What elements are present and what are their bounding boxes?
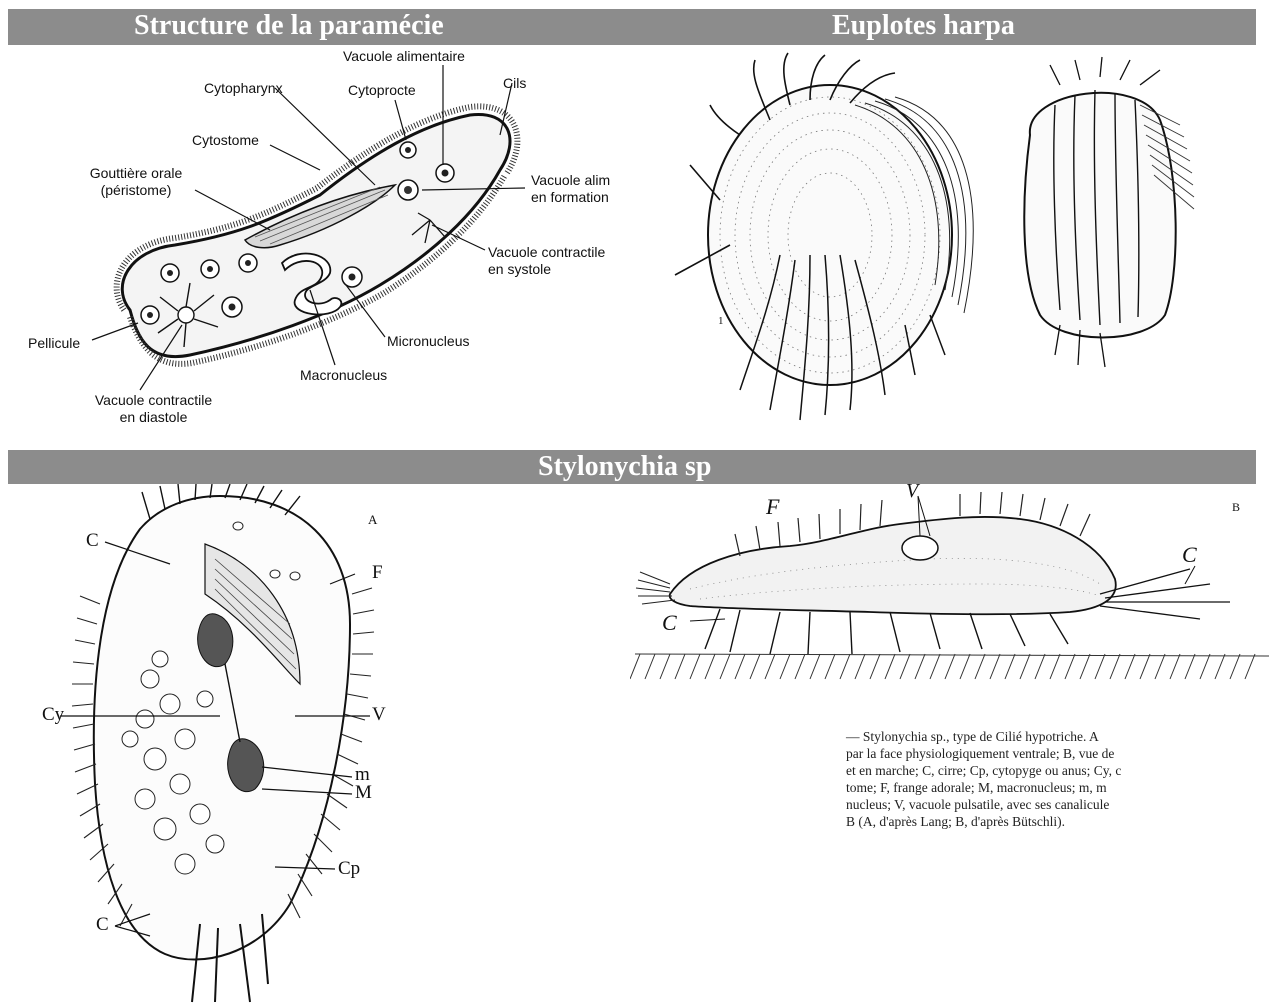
stylonychia-side-label-C-right: C bbox=[1182, 542, 1197, 568]
stylonychia-label-V: V bbox=[372, 704, 386, 726]
stylonychia-label-Cy: Cy bbox=[42, 704, 64, 726]
label-macronucleus: Macronucleus bbox=[300, 367, 387, 384]
stylonychia-ventral-diagram: A C F Cy V m M Cp C bbox=[0, 484, 440, 1003]
label-vac-diastole-line2: en diastole bbox=[76, 409, 231, 426]
stylonychia-label-M: M bbox=[355, 782, 372, 804]
label-vac-formation-line2: en formation bbox=[531, 189, 610, 206]
header-bar-top: Structure de la paramécie Euplotes harpa bbox=[8, 9, 1256, 45]
caption-line-6: B (A, d'après Lang; B, d'après Bütschli)… bbox=[846, 813, 1266, 830]
stylonychia-label-B: B bbox=[1232, 500, 1240, 515]
paramecium-diagram: Vacuole alimentaire Cytopharynx Cytoproc… bbox=[0, 45, 640, 440]
stylonychia-caption: — Stylonychia sp., type de Cilié hypotri… bbox=[846, 728, 1266, 830]
stylonychia-side-drawing bbox=[630, 484, 1269, 714]
label-gouttiere-orale: Gouttière orale (péristome) bbox=[76, 165, 196, 199]
label-vac-systole-line2: en systole bbox=[488, 261, 605, 278]
label-pellicule: Pellicule bbox=[28, 335, 80, 352]
label-vacuole-alimentaire: Vacuole alimentaire bbox=[343, 48, 465, 65]
header-paramecium: Structure de la paramécie bbox=[134, 9, 444, 43]
label-gouttiere-line2: (péristome) bbox=[76, 182, 196, 199]
label-cytostome: Cytostome bbox=[192, 132, 259, 149]
caption-line-3: et en marche; C, cirre; Cp, cytopyge ou … bbox=[846, 762, 1266, 779]
caption-line-5: nucleus; V, vacuole pulsatile, avec ses … bbox=[846, 796, 1266, 813]
caption-line-1: — Stylonychia sp., type de Cilié hypotri… bbox=[846, 728, 1266, 745]
euplotes-dorsal-view bbox=[1024, 57, 1194, 367]
label-vacuole-systole: Vacuole contractile en systole bbox=[488, 244, 605, 278]
stylonychia-label-A: A bbox=[368, 512, 377, 528]
label-vac-diastole-line1: Vacuole contractile bbox=[76, 392, 231, 409]
stylonychia-label-Cp: Cp bbox=[338, 858, 360, 880]
stylonychia-side-label-F: F bbox=[766, 494, 779, 520]
caption-line-4: tome; F, frange adorale; M, macronucleus… bbox=[846, 779, 1266, 796]
header-stylonychia: Stylonychia sp bbox=[538, 450, 712, 484]
label-cils: Cils bbox=[503, 75, 526, 92]
euplotes-figure-number: 1 bbox=[718, 313, 724, 330]
label-vac-formation-line1: Vacuole alim bbox=[531, 172, 610, 189]
caption-line-2: par la face physiologiquement ventrale; … bbox=[846, 745, 1266, 762]
stylonychia-side-diagram: B F V C C bbox=[630, 484, 1269, 714]
euplotes-drawing bbox=[660, 45, 1260, 440]
stylonychia-side-label-V: V bbox=[906, 480, 918, 503]
stylonychia-label-C-bottom: C bbox=[96, 914, 109, 936]
label-cytopharynx: Cytopharynx bbox=[204, 80, 283, 97]
label-vac-systole-line1: Vacuole contractile bbox=[488, 244, 605, 261]
label-vacuole-diastole: Vacuole contractile en diastole bbox=[76, 392, 231, 426]
label-gouttiere-line1: Gouttière orale bbox=[76, 165, 196, 182]
euplotes-diagram: 1 bbox=[660, 45, 1260, 440]
label-cytoprocte: Cytoprocte bbox=[348, 82, 416, 99]
stylonychia-label-C-top: C bbox=[86, 530, 99, 552]
label-vacuole-formation: Vacuole alim en formation bbox=[531, 172, 610, 206]
stylonychia-side-label-C-left: C bbox=[662, 610, 677, 636]
label-micronucleus: Micronucleus bbox=[387, 333, 469, 350]
euplotes-ventral-view bbox=[675, 53, 973, 420]
header-euplotes: Euplotes harpa bbox=[832, 9, 1015, 43]
stylonychia-label-F: F bbox=[372, 562, 383, 584]
header-bar-middle: Stylonychia sp bbox=[8, 450, 1256, 484]
